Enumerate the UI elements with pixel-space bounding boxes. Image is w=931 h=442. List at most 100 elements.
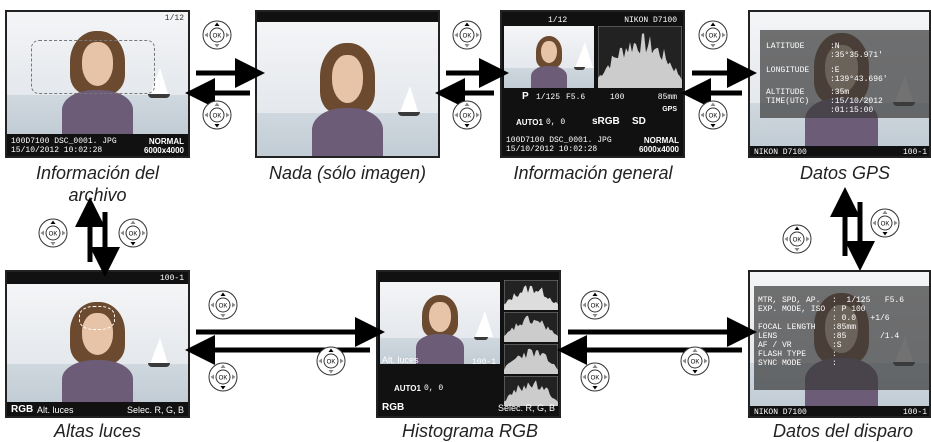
- shooting-values: : 1/125 F5.6 : P 100 : 0.0 +1/6 :85mm :8…: [832, 296, 905, 368]
- multi-selector-up-icon: OK: [698, 20, 728, 50]
- multi-selector-down-icon: OK: [698, 100, 728, 130]
- multi-selector-up-icon: OK: [208, 290, 238, 320]
- svg-text:OK: OK: [219, 304, 228, 310]
- frame-counter: 1/12: [164, 14, 184, 23]
- select-channel-label: Selec. R, G, B: [126, 405, 184, 415]
- multi-selector-up-icon: OK: [782, 224, 812, 254]
- wb-fine-tune: 0, 0: [546, 118, 566, 127]
- data-overlay: [760, 30, 929, 118]
- caption-histograma-rgb: Histograma RGB: [401, 421, 539, 441]
- quality: NORMAL: [643, 136, 679, 145]
- caption-altas-luces: Altas luces: [53, 421, 142, 441]
- file-name: 100D7100 DSC_0001. JPG: [506, 136, 612, 145]
- picture-control: SD: [632, 116, 646, 127]
- iso: 100: [610, 93, 625, 102]
- histogram-green: [504, 344, 558, 374]
- multi-selector-down-icon: OK: [118, 218, 148, 248]
- latitude-label: LATITUDE: [766, 42, 805, 51]
- focus-bracket: [31, 40, 155, 94]
- multi-selector-down-icon: OK: [202, 100, 232, 130]
- svg-text:OK: OK: [463, 114, 472, 120]
- histogram-luminance: [504, 280, 558, 310]
- screen-datos-disparo: MTR, SPD, AP. EXP. MODE, ISO FOCAL LENGT…: [748, 270, 931, 418]
- luminance-histogram: [598, 26, 682, 88]
- alt-luces-label: Alt. luces: [37, 405, 74, 415]
- altitude-label: ALTITUDE: [766, 88, 805, 97]
- screen-altas-luces: 100-1 RGB Alt. luces Selec. R, G, B: [5, 270, 190, 418]
- photo: [257, 22, 438, 156]
- svg-text:OK: OK: [327, 360, 336, 366]
- datetime: 15/10/2012 10:02:28: [506, 145, 598, 154]
- svg-text:OK: OK: [591, 304, 600, 310]
- longitude-value: :E :139°43.696': [830, 66, 888, 84]
- multi-selector-down-icon: OK: [452, 100, 482, 130]
- caption-nada: Nada (sólo imagen): [268, 163, 427, 183]
- frame-counter: 1/12: [548, 16, 568, 25]
- file-name: 100D7100 DSC_0001. JPG: [11, 137, 117, 146]
- svg-text:OK: OK: [709, 114, 718, 120]
- screen-info-general: 1/12 NIKON D7100 P 1/125 F5.6 100 85mm G…: [500, 10, 685, 158]
- svg-text:OK: OK: [881, 222, 890, 228]
- caption-datos-gps: Datos GPS: [799, 163, 891, 183]
- multi-selector-down-icon: OK: [208, 362, 238, 392]
- histogram-blue: [504, 376, 558, 406]
- frame-number: 100-1: [472, 358, 497, 367]
- multi-selector-down-icon: OK: [580, 362, 610, 392]
- screen-histograma-rgb: Alt. luces 100-1 AUTO1 0, 0 RGB Selec. R…: [376, 270, 561, 418]
- image-size: 6000x4000: [143, 146, 184, 155]
- camera-model: NIKON D7100: [754, 408, 807, 417]
- image-size: 6000x4000: [638, 145, 679, 154]
- shooting-labels: MTR, SPD, AP. EXP. MODE, ISO FOCAL LENGT…: [758, 296, 826, 368]
- photo: [504, 26, 594, 88]
- multi-selector-up-icon: OK: [202, 20, 232, 50]
- gps-badge: GPS: [662, 106, 677, 113]
- longitude-label: LONGITUDE: [766, 66, 810, 75]
- caption-info-archivo: Información del archivo: [35, 163, 160, 205]
- caption-datos-disparo: Datos del disparo: [772, 421, 914, 441]
- multi-selector-up-icon: OK: [452, 20, 482, 50]
- data-overlay: [754, 286, 929, 390]
- svg-text:OK: OK: [463, 34, 472, 40]
- select-channel-label: Selec. R, G, B: [497, 403, 555, 413]
- camera-model: NIKON D7100: [624, 16, 677, 25]
- multi-selector-down-icon: OK: [680, 346, 710, 376]
- white-balance: AUTO1: [516, 118, 543, 127]
- white-balance: AUTO1: [394, 384, 421, 393]
- svg-text:OK: OK: [49, 232, 58, 238]
- time-label: TIME(UTC): [766, 97, 810, 106]
- highlight-area: [79, 306, 115, 330]
- quality: NORMAL: [148, 137, 184, 146]
- svg-text:OK: OK: [213, 114, 222, 120]
- multi-selector-up-icon: OK: [316, 346, 346, 376]
- frame-number: 100-1: [902, 408, 927, 417]
- latitude-value: :N :35°35.971': [830, 42, 883, 60]
- screen-info-archivo: 1/12 100D7100 DSC_0001. JPG NORMAL 15/10…: [5, 10, 190, 158]
- multi-selector-up-icon: OK: [38, 218, 68, 248]
- multi-selector-down-icon: OK: [870, 208, 900, 238]
- svg-text:OK: OK: [129, 232, 138, 238]
- svg-text:OK: OK: [793, 238, 802, 244]
- screen-datos-gps: LATITUDE :N :35°35.971' LONGITUDE :E :13…: [748, 10, 931, 158]
- alt-luces-label: Alt. luces: [382, 355, 419, 365]
- rgb-label: RGB: [382, 402, 405, 413]
- datetime: 15/10/2012 10:02:28: [11, 146, 103, 155]
- svg-text:OK: OK: [213, 34, 222, 40]
- altitude-value: :35m: [830, 88, 850, 97]
- svg-text:OK: OK: [591, 376, 600, 382]
- frame-number: 100-1: [159, 274, 184, 283]
- caption-info-general: Información general: [513, 163, 673, 183]
- camera-model: NIKON D7100: [754, 148, 807, 157]
- photo: [7, 284, 188, 402]
- photo: [380, 282, 500, 364]
- svg-text:OK: OK: [709, 34, 718, 40]
- multi-selector-up-icon: OK: [580, 290, 610, 320]
- wb-fine-tune: 0, 0: [424, 384, 444, 393]
- svg-text:OK: OK: [691, 360, 700, 366]
- histogram-red: [504, 312, 558, 342]
- frame-number: 100-1: [902, 148, 927, 157]
- time-value: :15/10/2012 :01:15:00: [830, 97, 883, 115]
- focal-length: 85mm: [657, 93, 677, 102]
- shutter-speed: 1/125: [536, 93, 561, 102]
- screen-nada: [255, 10, 440, 158]
- aperture: F5.6: [566, 93, 586, 102]
